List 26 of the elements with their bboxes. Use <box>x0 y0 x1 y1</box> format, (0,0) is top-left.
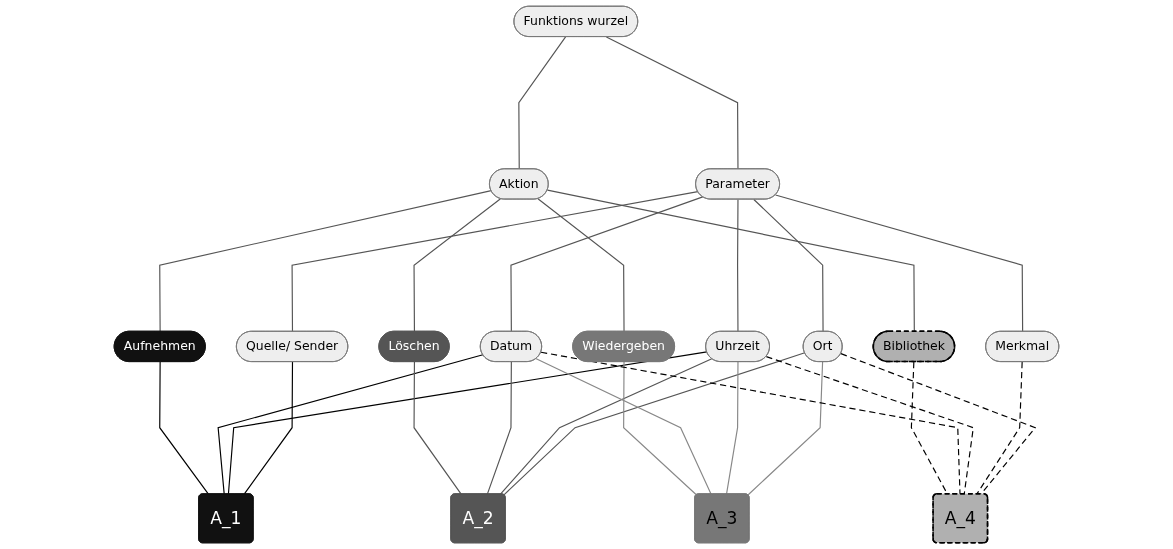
connector <box>774 194 1024 333</box>
connector <box>753 198 824 333</box>
connector <box>840 353 1037 495</box>
connector <box>537 198 625 333</box>
connector <box>540 351 961 495</box>
connector <box>737 198 739 333</box>
connector <box>605 36 739 170</box>
connector <box>623 361 698 496</box>
connector <box>217 354 484 495</box>
connector <box>499 358 713 495</box>
connector <box>725 361 739 495</box>
connector <box>510 196 704 333</box>
connector <box>747 361 824 496</box>
connector <box>503 352 806 496</box>
connector <box>413 361 462 495</box>
connector <box>413 198 502 333</box>
connector <box>546 189 915 333</box>
connector <box>976 361 1023 495</box>
connector <box>486 361 512 495</box>
connector <box>243 361 294 495</box>
connector <box>518 36 567 170</box>
connector <box>535 358 712 495</box>
connector <box>227 351 708 495</box>
connector <box>159 361 209 495</box>
connector <box>159 190 492 333</box>
connector <box>291 191 699 333</box>
